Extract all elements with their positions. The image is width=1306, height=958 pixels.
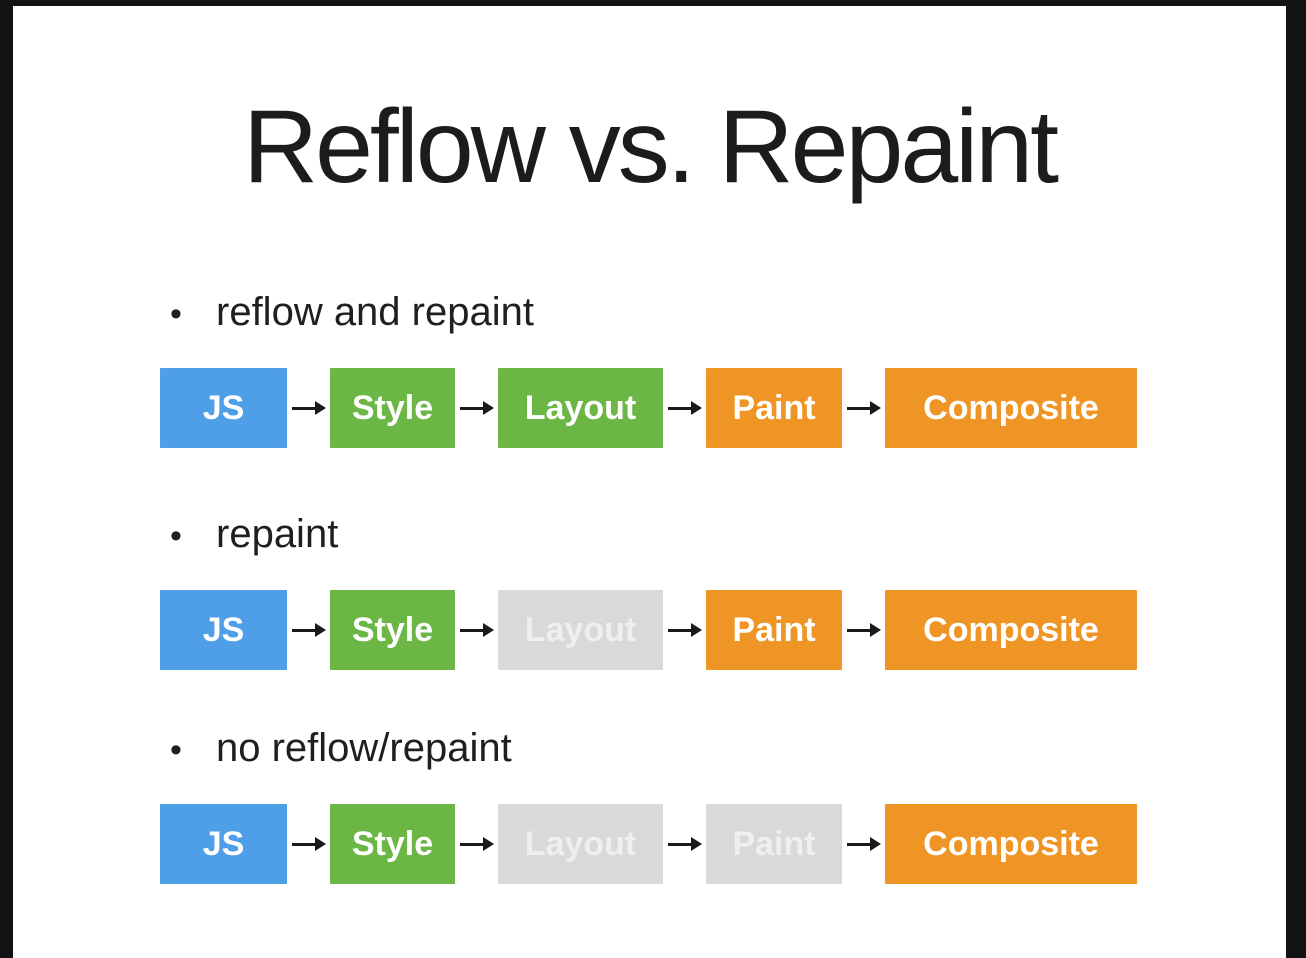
arrow-right-icon [455,590,498,670]
pipeline-step-paint: Paint [706,590,842,670]
arrow-right-icon [842,804,885,884]
pipeline-step-layout: Layout [498,804,663,884]
slide-title: Reflow vs. Repaint [242,89,1059,205]
arrow-right-icon [663,590,706,670]
arrow-right-icon [455,804,498,884]
pipeline-step-composite: Composite [885,368,1137,448]
section-no-reflow-repaint: • no reflow/repaint JS Style Layout Pain… [13,724,1286,884]
slide: Reflow vs. Repaint • reflow and repaint … [13,6,1286,958]
arrow-right-icon [842,590,885,670]
bullet-label: repaint [216,512,339,556]
bullet-label: no reflow/repaint [216,726,512,770]
pipeline-step-style: Style [330,804,455,884]
pipeline-step-js: JS [160,368,287,448]
pipeline-step-style: Style [330,368,455,448]
arrow-right-icon [842,368,885,448]
pipeline-step-paint: Paint [706,804,842,884]
bullet-line: • repaint [170,510,1306,560]
bullet-line: • reflow and repaint [170,288,1306,338]
pipeline-reflow-and-repaint: JS Style Layout Paint Composite [160,368,1306,448]
pipeline-step-paint: Paint [706,368,842,448]
bullet-dot-icon: • [170,517,182,555]
bullet-dot-icon: • [170,295,182,333]
pipeline-step-js: JS [160,590,287,670]
bullet-dot-icon: • [170,731,182,769]
arrow-right-icon [663,804,706,884]
arrow-right-icon [455,368,498,448]
arrow-right-icon [287,804,330,884]
arrow-right-icon [663,368,706,448]
arrow-right-icon [287,368,330,448]
pipeline-step-style: Style [330,590,455,670]
pipeline-repaint: JS Style Layout Paint Composite [160,590,1306,670]
pipeline-no-reflow-repaint: JS Style Layout Paint Composite [160,804,1306,884]
arrow-right-icon [287,590,330,670]
pipeline-step-composite: Composite [885,590,1137,670]
section-repaint: • repaint JS Style Layout Paint Composit… [13,510,1286,670]
section-reflow-and-repaint: • reflow and repaint JS Style Layout Pai… [13,288,1286,448]
pipeline-step-js: JS [160,804,287,884]
pipeline-step-composite: Composite [885,804,1137,884]
pipeline-step-layout: Layout [498,590,663,670]
pipeline-step-layout: Layout [498,368,663,448]
bullet-line: • no reflow/repaint [170,724,1306,774]
bullet-label: reflow and repaint [216,290,534,334]
